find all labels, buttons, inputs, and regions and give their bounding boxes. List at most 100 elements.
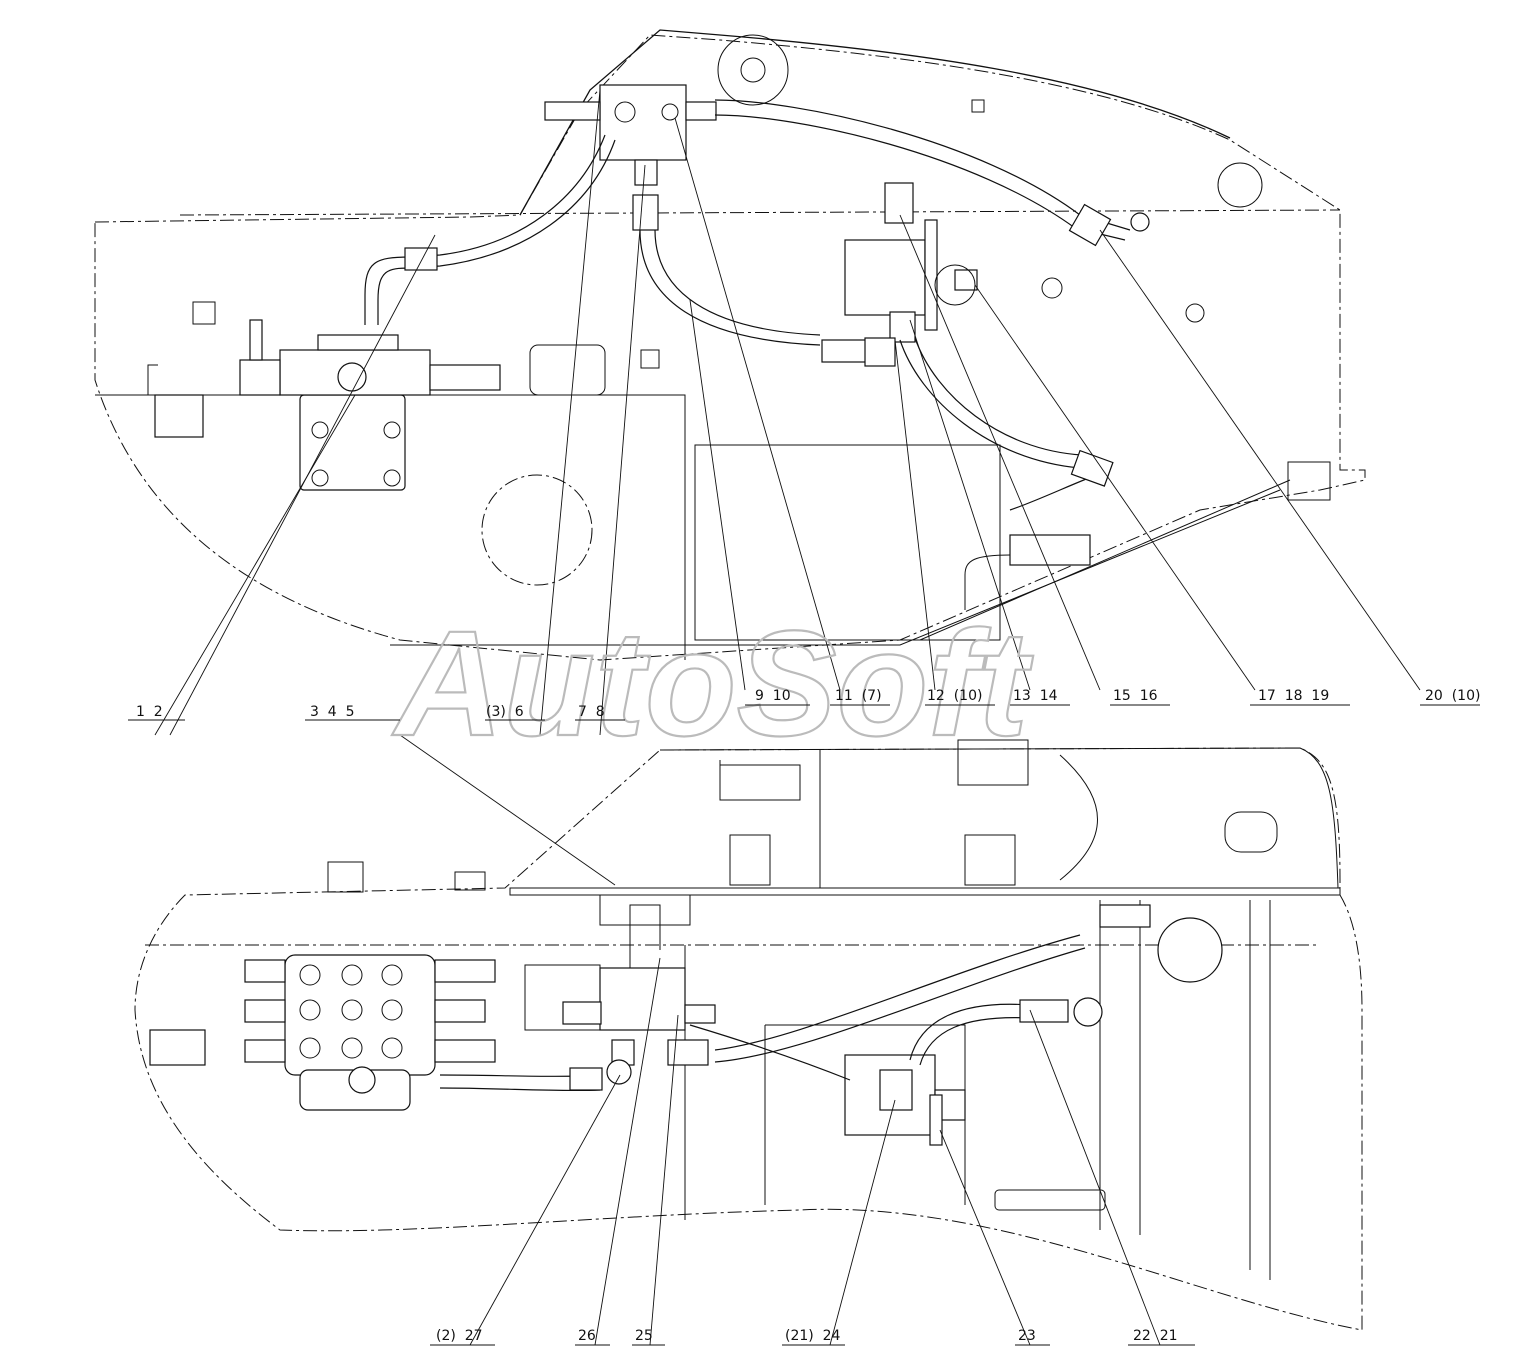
fitting-bot-c [569,1067,603,1091]
callout-3-4-5: 3 4 5 [310,704,355,720]
top-frame-edge [519,29,1231,216]
top-rail [390,489,1281,646]
fitting-bot-a [1019,999,1069,1023]
bottom-pin [719,764,801,801]
callout-15-16: 15 16 [1113,688,1158,704]
hose-bot-4b [919,1017,1031,1066]
hose-top-4b [914,337,1083,456]
hose-bot-4 [909,1003,1031,1061]
bottom-rest [994,1189,1106,1211]
leader-22 [1029,1009,1161,1346]
top-pivot-inner [740,57,766,83]
leader-5 [399,734,616,886]
bottom-frame-outline [134,747,1363,1331]
hose-top-1 [364,134,606,325]
callout-12-10: 12 (10) [927,688,982,704]
bottom-filter [1157,917,1223,983]
leader-23 [939,1129,1031,1346]
fitting-top-b [864,337,896,367]
bottom-lug [957,739,1029,786]
top-pump [1009,534,1091,566]
callout-3-6: (3) 6 [486,704,524,720]
callout-22-21: 22 21 [1133,1328,1178,1344]
hose-top-4 [899,339,1081,469]
hose-top-2 [639,229,821,346]
callout-25: 25 [635,1328,653,1344]
top-hole-large [481,474,593,586]
hose-bot-2 [714,934,1081,1051]
bottom-beam [509,887,1341,896]
bottom-block-2 [729,834,771,886]
callout-21-24: (21) 24 [785,1328,841,1344]
callout-11-7: 11 (7) [835,688,882,704]
bottom-verticals [684,900,1271,1280]
callout-13-14: 13 14 [1013,688,1058,704]
callout-2-27: (2) 27 [436,1328,483,1344]
top-rail-2 [919,479,1291,641]
leader-8 [599,164,646,736]
hose-top-2b [654,229,821,336]
fitting-top-c [404,247,438,271]
control-valve-top [147,319,501,491]
callout-underlines [128,704,1480,1346]
valve-block-bottom [844,1054,966,1146]
callout-17-18-19: 17 18 19 [1258,688,1329,704]
top-handle [529,344,606,396]
top-pump-pipe [964,554,1011,610]
watermark-text: AutoSoft [391,599,1034,767]
callout-20-10: 20 (10) [1425,688,1480,704]
bottom-arm [659,747,1339,889]
callout-9-10: 9 10 [755,688,791,704]
top-centerline [179,209,1341,216]
fitting-top-d [632,194,659,231]
top-box [694,444,1001,641]
top-fitting [1185,303,1205,323]
top-square [192,301,216,325]
manifold-block-top [544,84,717,186]
leader-17 [974,284,1256,691]
bottom-view [134,734,1363,1346]
leader-12 [894,339,936,691]
valve-block-right [844,182,978,343]
hose-bot-2b [714,947,1086,1063]
leader-1 [154,394,356,736]
callout-23: 23 [1018,1328,1036,1344]
hose-top-3b [714,114,1126,241]
leader-11 [674,117,841,691]
leader-6 [539,89,601,736]
top-square-3 [640,349,660,369]
top-square-2 [971,99,985,113]
bottom-tab-1 [327,861,364,893]
bottom-arm-inner [719,750,1098,888]
fitting-bot-b [1073,997,1103,1027]
leader-26 [594,957,661,1346]
bottom-slot [1224,811,1278,853]
fitting-bot-d [606,1059,632,1085]
fitting-top-a [821,339,868,363]
fitting-top-e [1068,203,1112,247]
fitting-top-f [1130,212,1150,232]
top-hole-small [1041,277,1063,299]
top-frame-outline [94,34,1366,661]
leader-9 [689,299,746,691]
top-pivot [717,34,789,106]
top-view [94,29,1421,736]
control-valve-bottom [149,954,496,1111]
leader-27 [469,1074,621,1346]
top-bracket-right [1287,461,1331,501]
fitting-top-g [1070,449,1114,487]
leader-25 [649,1014,679,1346]
leader-2 [169,234,436,736]
hose-bot-3 [689,1024,851,1081]
hose-top-3 [714,99,1131,231]
hose-top-1b [377,139,616,325]
leader-24 [829,1099,896,1346]
fitting-bot-e [1099,904,1151,928]
bottom-box [764,1024,966,1205]
callout-7-8: 7 8 [578,704,605,720]
manifold-block-bottom [524,894,716,1066]
leader-13 [909,319,1031,691]
callout-26: 26 [578,1328,596,1344]
top-hole-right [1217,162,1263,208]
